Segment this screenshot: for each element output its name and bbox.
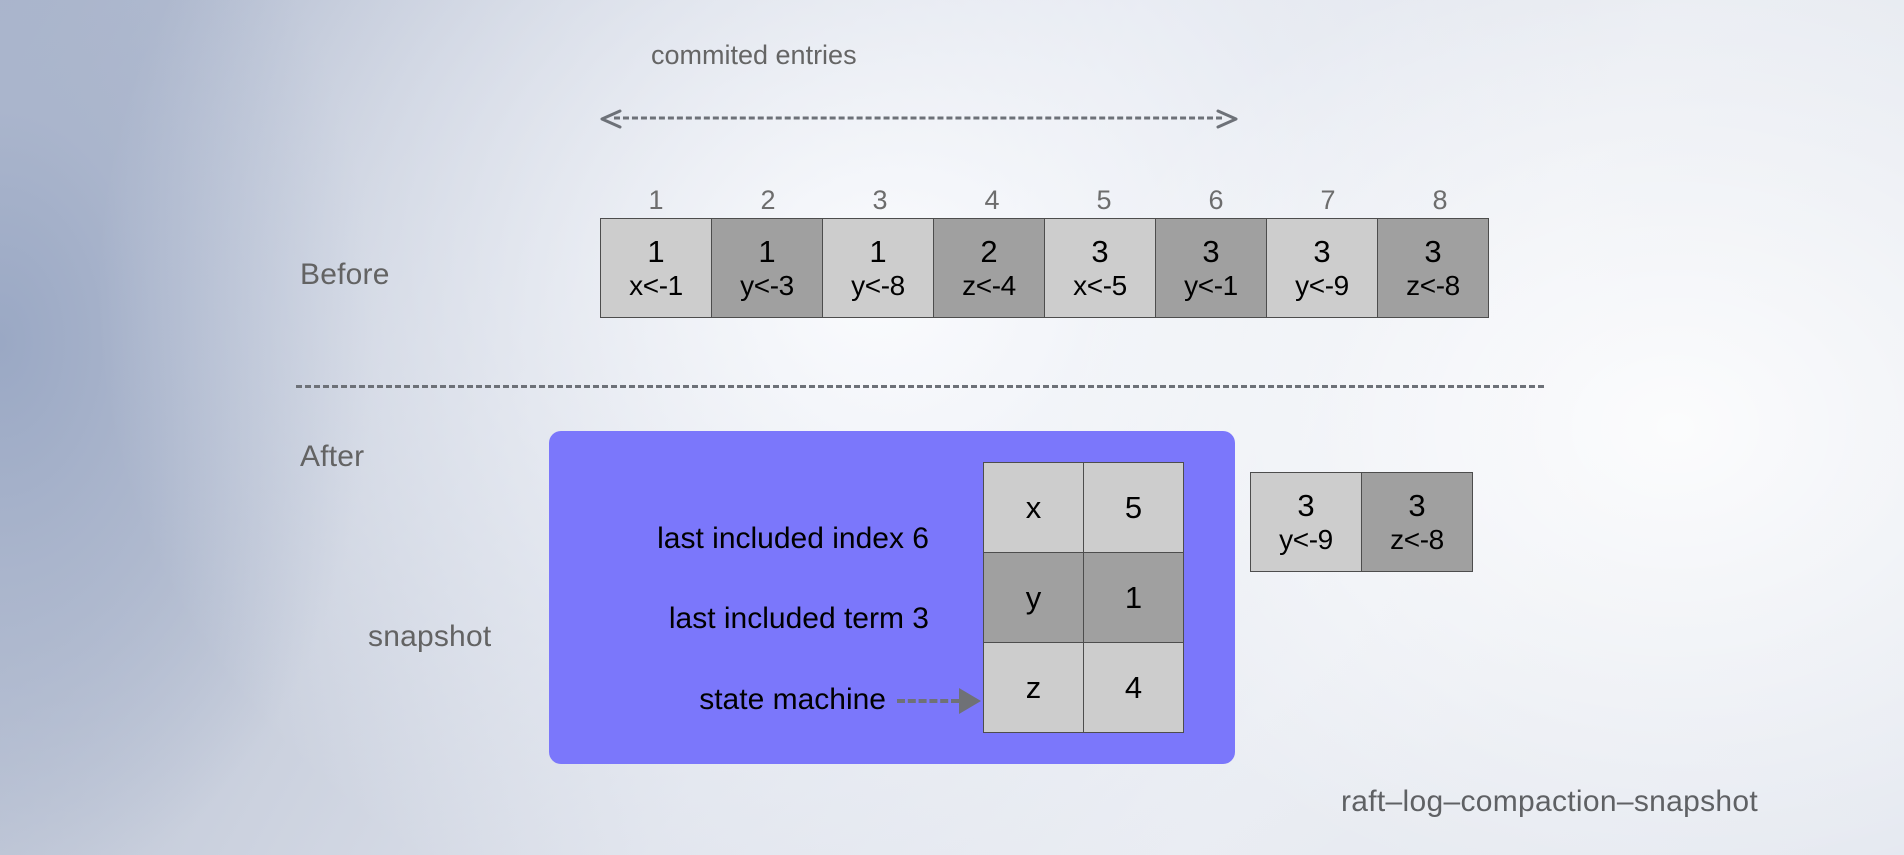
row-label-snapshot: snapshot xyxy=(368,620,492,653)
log-entry-term: 1 xyxy=(758,233,776,269)
state-machine-key: z xyxy=(983,642,1084,733)
log-index-5: 5 xyxy=(1096,185,1112,215)
log-entry-term: 3 xyxy=(1297,487,1315,523)
state-machine-value: 5 xyxy=(1083,462,1184,553)
log-index-row: 1 2 3 4 5 6 7 8 xyxy=(600,185,1496,216)
log-entry-command: y<-9 xyxy=(1279,523,1333,555)
log-entry-command: y<-3 xyxy=(740,269,794,301)
section-divider xyxy=(296,385,1544,388)
log-entry-term: 1 xyxy=(647,233,665,269)
state-machine-value: 4 xyxy=(1083,642,1184,733)
state-machine-key: y xyxy=(983,552,1084,643)
committed-entries-range-arrow xyxy=(598,106,1238,130)
state-machine-value: 1 xyxy=(1083,552,1184,643)
log-entry-command: z<-8 xyxy=(1390,523,1444,555)
snapshot-last-included-term: last included term 3 xyxy=(668,602,929,635)
log-entry-command: x<-1 xyxy=(629,269,683,301)
log-entry-term: 1 xyxy=(869,233,887,269)
log-entry-command: x<-5 xyxy=(1073,269,1127,301)
log-index-1: 1 xyxy=(648,185,664,215)
state-machine-key: x xyxy=(983,462,1084,553)
snapshot-panel: last included index 6 last included term… xyxy=(549,431,1235,764)
row-label-after: After xyxy=(300,440,365,473)
log-entry-command: z<-8 xyxy=(1406,269,1460,301)
log-entry-command: y<-8 xyxy=(851,269,905,301)
log-index-8: 8 xyxy=(1432,185,1448,215)
state-machine-arrow-line xyxy=(897,699,959,703)
row-label-before: Before xyxy=(300,258,390,291)
arrow-left-icon xyxy=(598,107,622,129)
log-entry-command: y<-1 xyxy=(1184,269,1238,301)
committed-entries-label: commited entries xyxy=(651,40,857,70)
log-index-2: 2 xyxy=(760,185,776,215)
log-entry-term: 3 xyxy=(1313,233,1331,269)
log-entry-term: 3 xyxy=(1091,233,1109,269)
log-entry-command: z<-4 xyxy=(962,269,1016,301)
log-entry-term: 3 xyxy=(1424,233,1442,269)
log-index-6: 6 xyxy=(1208,185,1224,215)
figure-caption: raft–log–compaction–snapshot xyxy=(1341,785,1759,818)
range-arrow-dashed-line xyxy=(614,116,1222,120)
state-machine-arrow-icon xyxy=(897,683,981,719)
log-entry-term: 3 xyxy=(1408,487,1426,523)
snapshot-last-included-index: last included index 6 xyxy=(657,522,929,555)
log-entry-term: 2 xyxy=(980,233,998,269)
state-machine-arrow-head xyxy=(959,688,981,714)
log-index-7: 7 xyxy=(1320,185,1336,215)
snapshot-state-machine-label: state machine xyxy=(699,683,886,716)
log-index-3: 3 xyxy=(872,185,888,215)
log-index-4: 4 xyxy=(984,185,1000,215)
log-entry-command: y<-9 xyxy=(1295,269,1349,301)
log-entry-term: 3 xyxy=(1202,233,1220,269)
arrow-right-icon xyxy=(1216,107,1238,129)
